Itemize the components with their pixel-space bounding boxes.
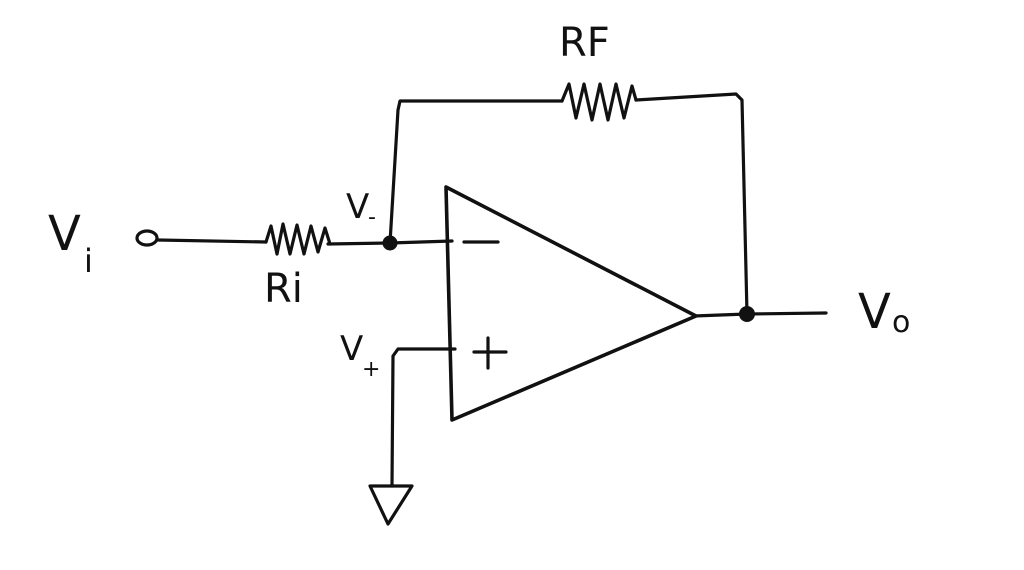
noninverting-node-label: V (340, 329, 363, 369)
inverting-node-subscript: - (368, 205, 376, 230)
noninverting-sign-text: + (0, 0, 1, 1)
output-voltage-label: V (858, 284, 891, 340)
noninverting-ground-wire (390, 347, 457, 488)
feedback-resistor (560, 82, 638, 122)
input-resistor (264, 222, 332, 256)
noninverting-node-subscript: + (362, 357, 380, 382)
inverting-node-label: V (346, 187, 369, 227)
inverting-input-wire (388, 239, 454, 245)
feedback-resistor-label: RF (559, 20, 610, 66)
ri-to-node-wire (326, 241, 392, 246)
ground-icon (368, 484, 414, 526)
noninverting-input-sign (472, 336, 508, 370)
op-amp-body (444, 185, 698, 422)
input-resistor-label: Ri (264, 266, 303, 312)
input-terminal (135, 229, 159, 247)
feedback-right-wire (634, 92, 749, 316)
input-wire (156, 238, 268, 244)
output-voltage-subscript: o (892, 305, 910, 340)
input-voltage-subscript: i (84, 242, 93, 280)
feedback-left-wire (388, 99, 564, 245)
output-wire (692, 311, 828, 318)
input-voltage-label: V (48, 206, 81, 262)
output-node-junction (739, 306, 755, 322)
